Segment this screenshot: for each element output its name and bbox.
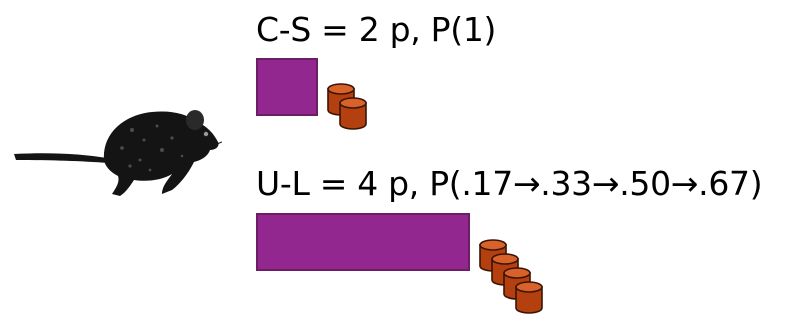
rat-icon bbox=[14, 110, 222, 196]
food-pellet-icon bbox=[339, 97, 367, 130]
option-2-label: U-L = 4 p, P(.17→.33→.50→.67) bbox=[256, 164, 763, 203]
option-1-pellet-stack bbox=[327, 83, 367, 130]
option-2-pellet-stack bbox=[479, 239, 543, 314]
option-2-bar bbox=[256, 213, 470, 271]
food-pellet-icon bbox=[515, 281, 543, 314]
option-1-label: C-S = 2 p, P(1) bbox=[256, 10, 497, 49]
option-1-bar bbox=[256, 58, 318, 116]
